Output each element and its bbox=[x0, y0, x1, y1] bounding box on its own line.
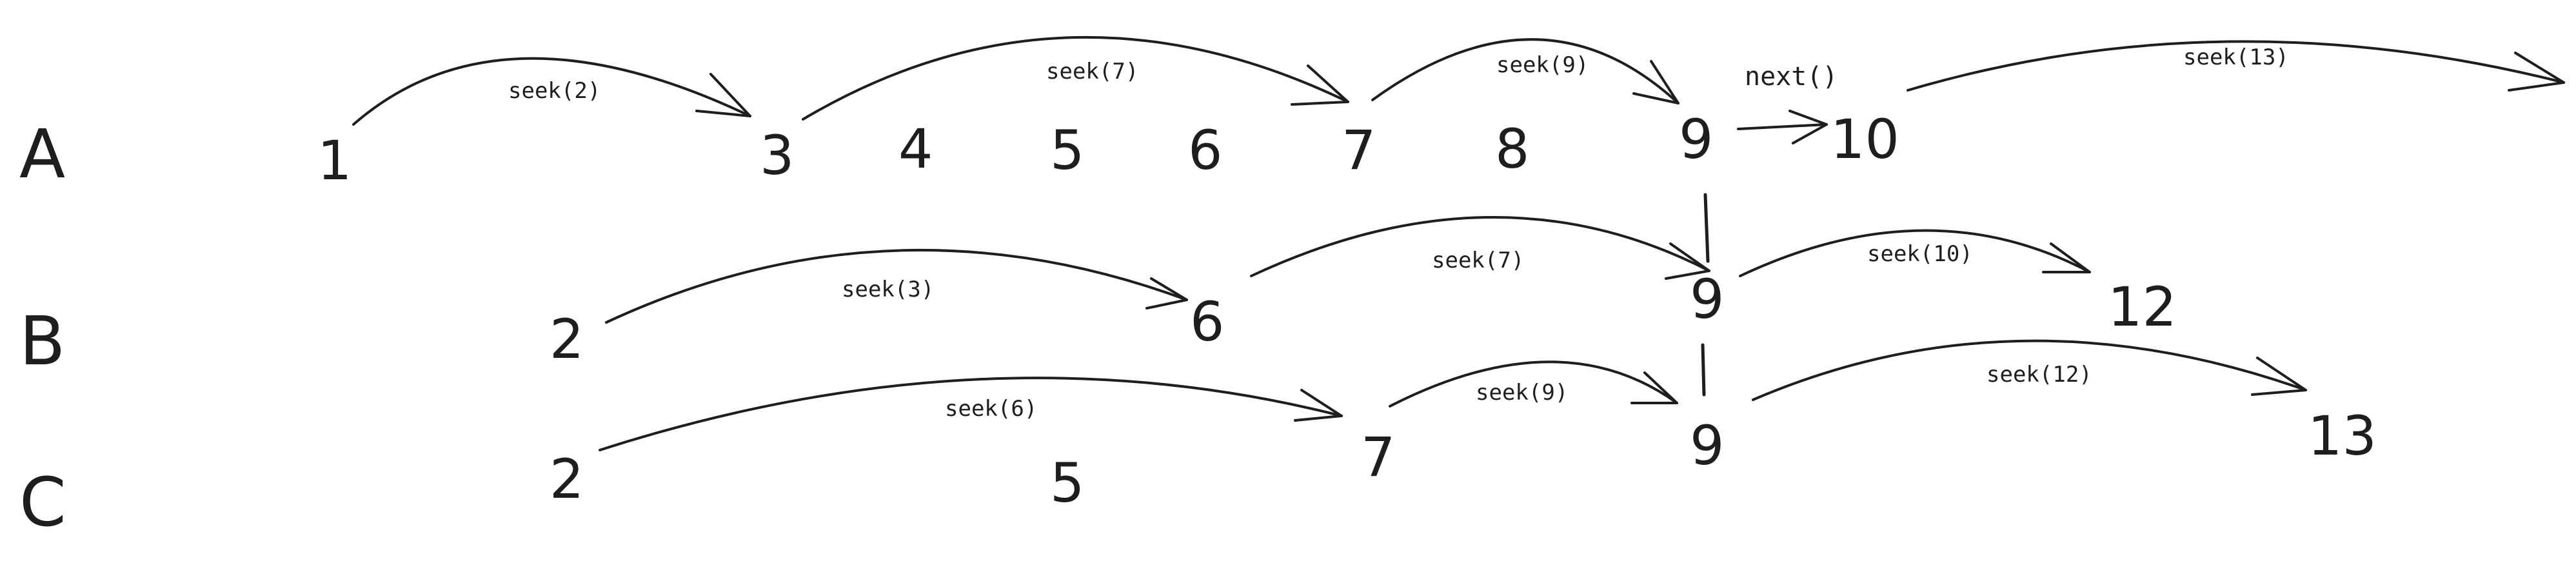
arc-b-seek-3 bbox=[605, 248, 1188, 324]
label-b-seek-3: seek(3) bbox=[842, 277, 934, 302]
arc-a-seek-9 bbox=[1371, 38, 1679, 104]
row-a-value-7: 7 bbox=[1342, 119, 1376, 182]
row-c-value-2: 2 bbox=[550, 447, 584, 511]
arc-c-seek-12 bbox=[1752, 339, 2307, 401]
label-a-seek-13: seek(13) bbox=[2183, 44, 2289, 70]
row-a-value-10: 10 bbox=[1830, 108, 1899, 171]
arrowhead-a-seek-9 bbox=[1632, 60, 1679, 104]
arc-a-next bbox=[1737, 123, 1828, 130]
label-a-seek-7: seek(7) bbox=[1046, 59, 1138, 84]
row-c-value-13: 13 bbox=[2308, 404, 2377, 467]
arrowhead-a-next bbox=[1788, 110, 1828, 144]
row-a-value-1: 1 bbox=[317, 129, 352, 192]
row-b-value-9: 9 bbox=[1690, 268, 1724, 331]
row-b-value-6: 6 bbox=[1190, 290, 1224, 353]
match-link-a-b bbox=[1703, 193, 1710, 263]
arc-b-seek-10 bbox=[1739, 229, 2091, 277]
arc-a-seek-13 bbox=[1907, 40, 2565, 92]
arrowhead-b-seek-7 bbox=[1665, 242, 1710, 280]
label-c-seek-12: seek(12) bbox=[1986, 362, 2092, 388]
label-c-seek-9: seek(9) bbox=[1476, 380, 1568, 406]
arrowhead-c-seek-12 bbox=[2251, 357, 2307, 396]
row-label-c: C bbox=[19, 463, 66, 542]
row-a-value-5: 5 bbox=[1050, 119, 1084, 182]
row-label-a: A bbox=[19, 115, 65, 193]
row-a-value-8: 8 bbox=[1495, 117, 1529, 181]
row-b-value-12: 12 bbox=[2108, 275, 2177, 339]
arc-c-seek-6 bbox=[599, 377, 1343, 451]
label-a-seek-9: seek(9) bbox=[1496, 52, 1589, 78]
arrowhead-c-seek-6 bbox=[1294, 389, 1343, 422]
arrowhead-a-seek-2 bbox=[695, 73, 751, 117]
arc-c-seek-9 bbox=[1389, 360, 1678, 408]
row-a-value-3: 3 bbox=[760, 124, 794, 187]
arc-a-seek-7 bbox=[802, 35, 1349, 121]
arc-b-seek-7 bbox=[1250, 216, 1710, 277]
arrowhead-b-seek-10 bbox=[2042, 242, 2091, 273]
row-label-b: B bbox=[19, 302, 65, 380]
arrowhead-c-seek-9 bbox=[1630, 371, 1678, 404]
arrowhead-a-seek-13 bbox=[2508, 52, 2565, 92]
arrowhead-a-seek-7 bbox=[1291, 64, 1349, 106]
label-b-seek-10: seek(10) bbox=[1867, 241, 1973, 267]
label-b-seek-7: seek(7) bbox=[1432, 248, 1524, 273]
row-a-value-9: 9 bbox=[1679, 108, 1713, 171]
row-c-value-9: 9 bbox=[1690, 414, 1724, 477]
row-c-value-5: 5 bbox=[1050, 451, 1084, 515]
match-link-b-c bbox=[1701, 343, 1706, 397]
row-a-value-6: 6 bbox=[1188, 119, 1222, 182]
label-c-seek-6: seek(6) bbox=[945, 396, 1037, 422]
label-a-next: next() bbox=[1745, 62, 1838, 92]
arrowhead-b-seek-3 bbox=[1145, 277, 1188, 310]
row-b-value-2: 2 bbox=[550, 308, 584, 371]
arc-a-seek-2 bbox=[352, 57, 751, 126]
row-a-value-4: 4 bbox=[898, 117, 933, 181]
label-a-seek-2: seek(2) bbox=[508, 78, 600, 104]
row-c-value-7: 7 bbox=[1361, 426, 1395, 489]
